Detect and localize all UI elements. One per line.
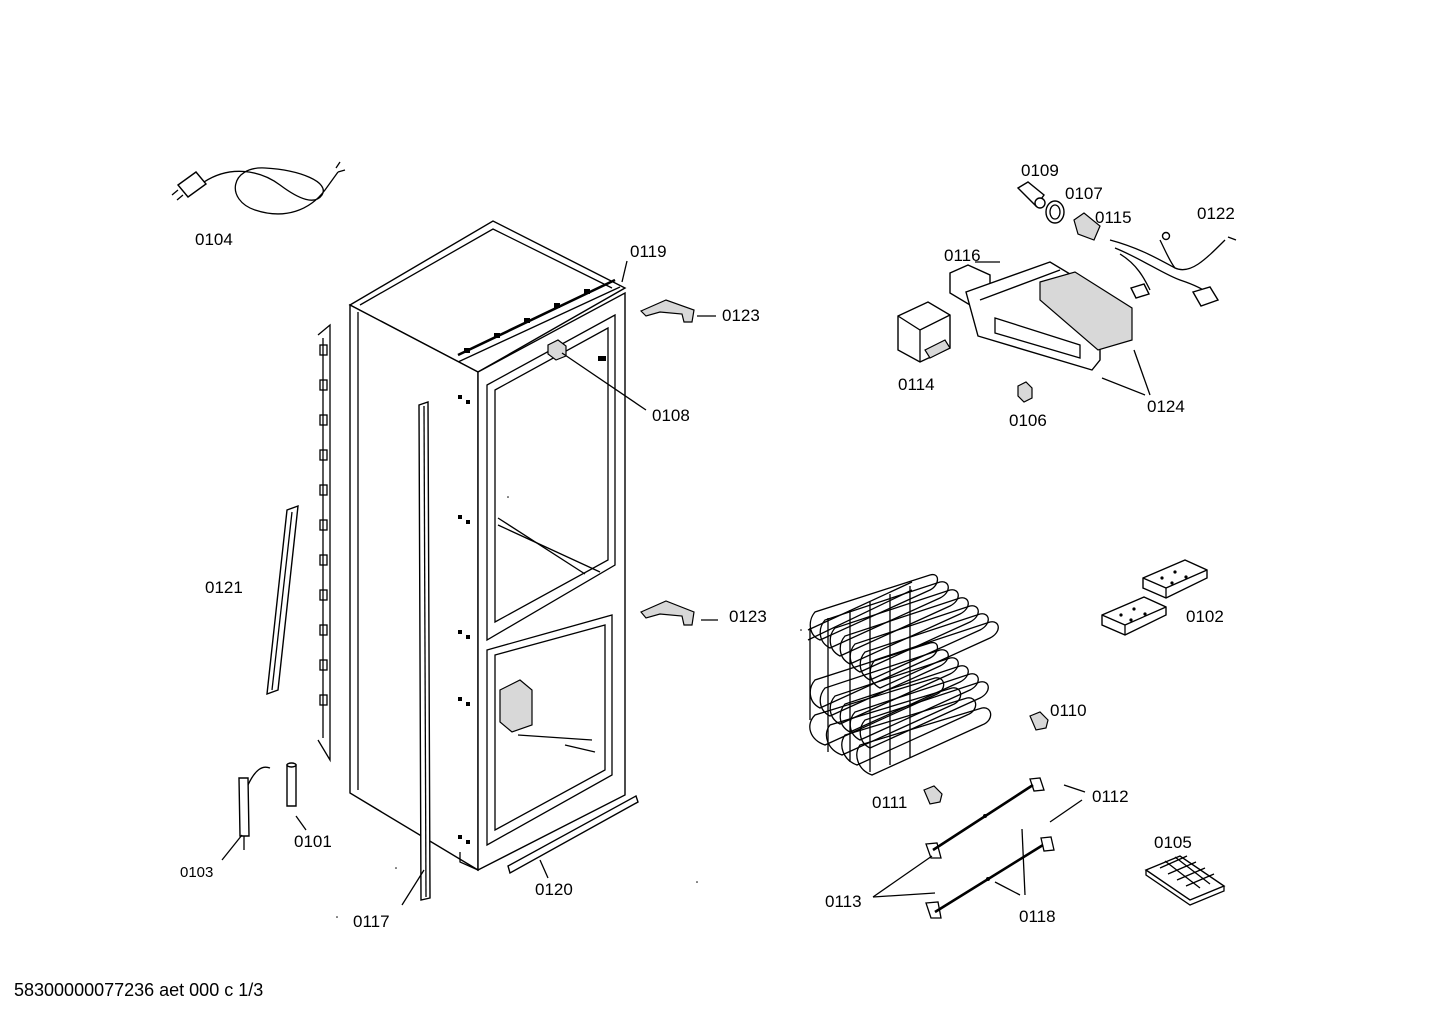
lamp-cover-part	[1045, 200, 1065, 224]
lamp-holder-part	[1073, 212, 1101, 241]
rail-upper-part	[925, 777, 1045, 859]
label-0123-lower: 0123	[729, 607, 767, 626]
ice-tray-part	[1144, 855, 1226, 906]
label-0110: 0110	[1050, 701, 1087, 720]
control-housing-part	[949, 261, 1133, 371]
bottom-strip-part	[507, 794, 639, 875]
wiring-harness-part	[1109, 231, 1237, 307]
label-0101: 0101	[294, 832, 332, 851]
lamp-part	[1016, 181, 1046, 209]
label-0124: 0124	[1147, 397, 1185, 416]
pad-part-upper	[1142, 559, 1208, 599]
label-0108: 0108	[652, 406, 690, 425]
label-0115: 0115	[1095, 208, 1132, 227]
stray-dots	[336, 496, 802, 918]
hinge-upper-part	[639, 299, 695, 323]
pad-part-lower	[1101, 596, 1167, 636]
label-0111: 0111	[872, 793, 907, 812]
clip-part-a	[1029, 711, 1049, 731]
trim-strip-part	[266, 504, 299, 696]
cover-box-part	[897, 301, 951, 363]
switch-part	[1017, 381, 1033, 403]
evaporator-coil-part	[807, 573, 999, 776]
label-0120: 0120	[535, 880, 573, 899]
label-0103: 0103	[180, 864, 213, 881]
label-0112: 0112	[1092, 787, 1129, 806]
side-rail-part	[317, 323, 331, 763]
label-0116: 0116	[944, 246, 981, 265]
rail-lower-part	[925, 836, 1055, 919]
label-0106: 0106	[1009, 411, 1047, 430]
seal-strip-part	[418, 401, 431, 901]
cabinet-body	[348, 220, 627, 872]
label-0117: 0117	[353, 912, 390, 931]
label-0113: 0113	[825, 892, 862, 911]
label-0105: 0105	[1154, 833, 1192, 852]
label-0114: 0114	[898, 375, 935, 394]
label-0122: 0122	[1197, 204, 1235, 223]
label-0107: 0107	[1065, 184, 1103, 203]
label-0104: 0104	[195, 230, 233, 249]
hinge-lower-part	[640, 600, 695, 626]
clip-part-b	[923, 785, 943, 805]
leader-lines	[221, 260, 1151, 906]
power-cord-part	[171, 161, 346, 215]
label-0109: 0109	[1021, 161, 1059, 180]
document-code: 58300000077236 aet 000 c 1/3	[14, 980, 264, 1000]
label-0123-upper: 0123	[722, 306, 760, 325]
label-0118: 0118	[1019, 907, 1056, 926]
label-0121: 0121	[205, 578, 243, 597]
label-0119: 0119	[630, 242, 667, 261]
sensor-part	[238, 766, 271, 850]
plug-part	[286, 762, 297, 807]
label-0102: 0102	[1186, 607, 1224, 626]
